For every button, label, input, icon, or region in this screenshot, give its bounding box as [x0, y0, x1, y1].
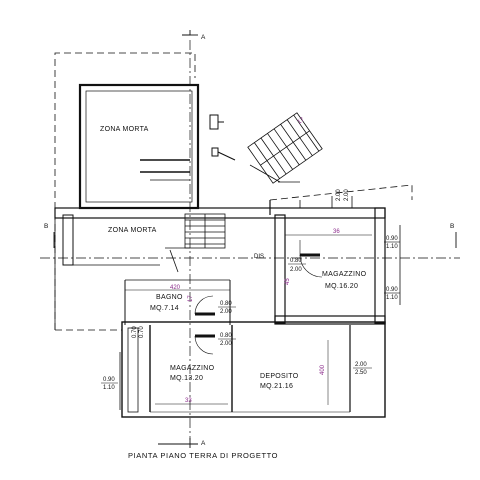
left-0-70: 0.70 [132, 326, 138, 338]
magazzino-right-label: MAGAZZINO [322, 271, 367, 278]
dep-2-00: 2.00 [355, 362, 367, 368]
dis-label: DIS [254, 254, 264, 260]
stair-dim-17: 17 [297, 117, 306, 126]
lower-walls [121, 321, 386, 418]
zona-morta-upper-label: ZONA MORTA [100, 126, 149, 133]
win-r1-0-90: 0.90 [386, 236, 398, 242]
door-center-2-00: 2.00 [290, 267, 302, 273]
section-a-top-marker [182, 30, 198, 36]
dim-top-2-00-b: 2.00 [344, 189, 350, 201]
internal-staircase [165, 213, 226, 273]
dim-17-bagno: 17 [188, 295, 194, 302]
bagno-label: BAGNO [156, 294, 183, 301]
win-r2-0-90: 0.90 [386, 287, 398, 293]
magazzino-right-details [285, 234, 372, 278]
section-b-left-label: B [44, 223, 48, 230]
magazzino-left-label: MAGAZZINO [170, 365, 215, 372]
zona-morta-lower-label: ZONA MORTA [108, 227, 157, 234]
deposito-label: DEPOSITO [260, 373, 299, 380]
outer-dashed-boundary [54, 52, 413, 331]
dim-400: 400 [320, 364, 326, 375]
section-a-bottom-marker [158, 438, 198, 448]
bagno-walls [124, 279, 231, 325]
dim-top-2-00-a: 2.00 [336, 189, 342, 201]
external-staircase [247, 112, 323, 184]
top-marks [331, 196, 353, 208]
plan-caption: PIANTA PIANO TERRA DI PROGETTO [128, 451, 278, 460]
door-low-2-00: 2.00 [220, 341, 232, 347]
dim-33: 33 [185, 398, 192, 404]
section-a-bottom-label: A [201, 440, 206, 447]
deposito-area: MQ.21.16 [260, 383, 293, 390]
main-walls [54, 200, 386, 330]
dim-36: 36 [333, 229, 340, 235]
dep-2-50: 2.50 [355, 370, 367, 376]
dim-45: 45 [285, 278, 291, 285]
win-left-1-10: 1.10 [103, 385, 115, 391]
dim-420: 420 [170, 285, 181, 291]
win-r1-1-10: 1.10 [386, 244, 398, 250]
door-bagno-0-80: 0.80 [220, 301, 232, 307]
door-bagno-2-00: 2.00 [220, 309, 232, 315]
win-left-0-90: 0.90 [103, 377, 115, 383]
door-low-0-80: 0.80 [220, 333, 232, 339]
door-center-0-80: 0.80 [290, 258, 302, 264]
section-b-right-label: B [450, 223, 454, 230]
section-a-top-label: A [201, 34, 206, 41]
left-0-70-b: 0.70 [139, 326, 145, 338]
upper-side-details [209, 114, 236, 161]
magazzino-left-area: MQ.13.20 [170, 375, 203, 382]
win-r2-1-10: 1.10 [386, 295, 398, 301]
upper-block-walls [78, 83, 200, 210]
magazzino-right-area: MQ.16.20 [325, 283, 358, 290]
bagno-area: MQ.7.14 [150, 305, 179, 312]
